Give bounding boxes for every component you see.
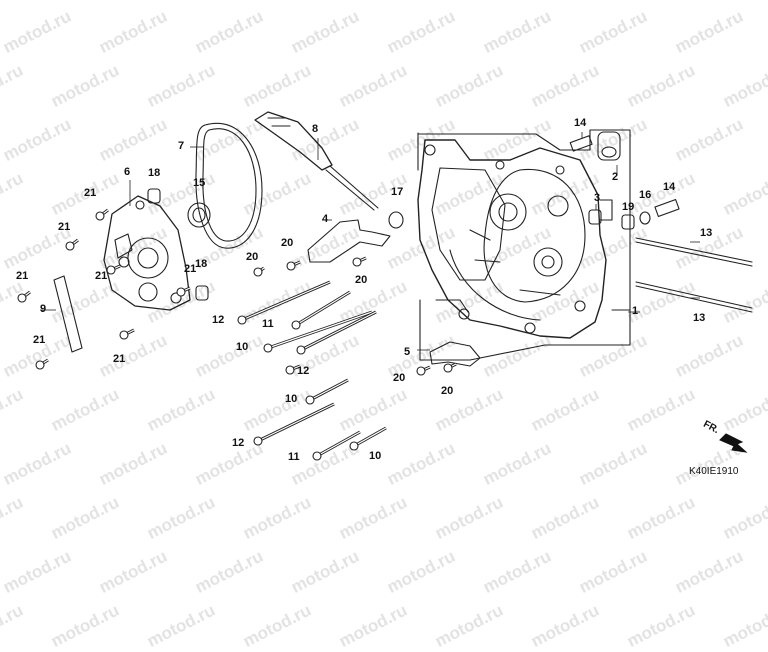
dowel-pin-14a [569, 135, 593, 152]
o-ring-7 [195, 122, 263, 249]
bolt [35, 358, 49, 370]
callout-18: 18 [195, 258, 208, 270]
watermark-text: motod.ru [48, 600, 123, 651]
callout-10: 10 [236, 341, 249, 353]
bolt [443, 362, 457, 373]
callout-12: 12 [232, 437, 245, 449]
callout-7: 7 [178, 140, 185, 152]
watermark-text: motod.ru [240, 600, 315, 651]
watermark-text: motod.ru [720, 600, 768, 651]
callout-21: 21 [184, 263, 197, 275]
bolt [119, 328, 135, 340]
watermark-text: motod.ru [432, 600, 507, 651]
callout-21: 21 [58, 221, 71, 233]
watermark-text: motod.ru [336, 600, 411, 651]
callout-21: 21 [113, 353, 126, 365]
callout-19: 19 [622, 201, 635, 213]
bolt [263, 310, 373, 353]
bolt [312, 430, 361, 461]
plate-9 [53, 275, 83, 353]
callout-10: 10 [369, 450, 382, 462]
callout-12: 12 [212, 314, 225, 326]
callout-8: 8 [312, 123, 319, 135]
dowel-pin-3 [588, 209, 602, 225]
bolt [253, 266, 265, 277]
watermark-text: motod.ru [624, 600, 699, 651]
callout-13: 13 [700, 227, 713, 239]
callout-21: 21 [33, 334, 46, 346]
washer-16 [639, 211, 651, 225]
bolt-group [17, 208, 457, 461]
dowel-18b [195, 285, 209, 301]
callout-1: 1 [632, 305, 639, 317]
bolt [416, 365, 431, 376]
oil-level-gauge-8 [254, 111, 379, 211]
front-direction-arrow [719, 433, 748, 453]
callout-11: 11 [288, 451, 300, 463]
callout-3: 3 [594, 192, 601, 204]
callout-5: 5 [404, 346, 411, 358]
watermark-text: motod.ru [528, 600, 603, 651]
callout-2: 2 [612, 171, 619, 183]
callout-12: 12 [297, 365, 310, 377]
bolt [291, 290, 351, 330]
callout-17: 17 [391, 186, 404, 198]
callout-15: 15 [193, 177, 206, 189]
callout-14: 14 [663, 181, 676, 193]
diagram-code: K40IE1910 [689, 466, 739, 477]
bushing-2 [597, 131, 621, 161]
oil-seal-15 [187, 202, 211, 228]
callout-20: 20 [355, 274, 368, 286]
dowel-pin-19 [621, 214, 635, 230]
callout-6: 6 [124, 166, 131, 178]
bolt [106, 264, 121, 275]
bolt [352, 256, 367, 267]
dowel-pin-14b [654, 198, 680, 218]
bolt [17, 290, 31, 303]
bolt [253, 402, 335, 446]
callout-18: 18 [148, 167, 161, 179]
dowel-18a [147, 188, 161, 204]
bolt [176, 286, 191, 297]
bolt [296, 310, 377, 355]
callout-14: 14 [574, 117, 587, 129]
callout-20: 20 [246, 251, 259, 263]
bracket-4 [307, 219, 391, 263]
bolt [65, 238, 79, 251]
watermark-text: motod.ru [144, 600, 219, 651]
callout-9: 9 [40, 303, 47, 315]
stud-13-b [635, 281, 753, 309]
callout-21: 21 [16, 270, 29, 282]
callout-16: 16 [639, 189, 652, 201]
exploded-parts-drawing [17, 111, 753, 461]
bolt [237, 280, 331, 325]
callout-20: 20 [281, 237, 294, 249]
leader-lines [40, 132, 700, 351]
callout-4: 4 [322, 213, 329, 225]
watermark-text: motod.ru [0, 600, 27, 651]
stud-13-a [635, 237, 753, 263]
callout-21: 21 [95, 270, 108, 282]
callout-13: 13 [693, 312, 706, 324]
bolt [349, 426, 387, 451]
callout-21: 21 [84, 187, 97, 199]
bolt [285, 364, 301, 375]
callout-20: 20 [441, 385, 454, 397]
bolt [286, 260, 301, 271]
callout-20: 20 [393, 372, 406, 384]
bolt [305, 378, 349, 405]
bolt [95, 208, 109, 221]
crankcase-body [417, 139, 613, 339]
callout-11: 11 [262, 318, 274, 330]
bracket-5 [429, 341, 481, 367]
callout-10: 10 [285, 393, 298, 405]
crankcase-frame-lines [417, 129, 631, 361]
collar-17 [388, 211, 404, 229]
